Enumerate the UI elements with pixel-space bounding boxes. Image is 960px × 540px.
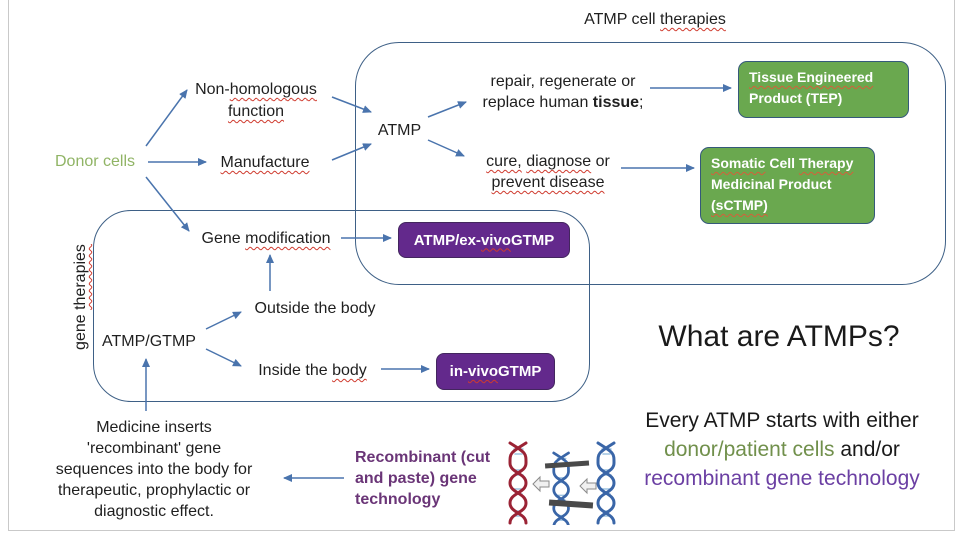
medicine-line4: therapeutic, prophylactic or xyxy=(57,482,251,499)
gene-mod-pre: Gene xyxy=(201,230,246,247)
ex-vivo-pre: ATMP/ex- xyxy=(413,231,481,249)
nonhom-line2: function xyxy=(227,103,285,120)
ex-vivo-post: GTMP xyxy=(510,231,555,249)
cure-word1: cure, xyxy=(486,153,522,170)
in-vivo-wavy: vivo xyxy=(467,363,498,380)
inside-body-label: Inside the body xyxy=(240,360,385,382)
medicine-line2: 'recombinant' gene xyxy=(86,440,222,457)
diagram-title-text: ATMP cell xyxy=(584,11,661,28)
gene-modification-label: Gene modification xyxy=(186,228,346,250)
medicine-line5: diagnostic effect. xyxy=(94,503,214,520)
recombinant-line2: and paste) gene xyxy=(355,470,477,487)
every-atmp-line1: Every ATMP starts with either xyxy=(645,409,919,432)
sctmp-mid: Cell xyxy=(765,155,799,171)
sctmp-line2: Medicinal Product xyxy=(711,176,832,192)
cure-word2: diagnose xyxy=(526,153,592,170)
manufacture-label: Manufacture xyxy=(209,152,321,174)
inside-body-pre: Inside the xyxy=(258,362,333,379)
repair-line1: repair, regenerate or xyxy=(490,73,636,90)
inside-body-wavy: body xyxy=(332,362,367,379)
nonhom-wavy: homologous xyxy=(229,81,317,98)
recombinant-line3: technology xyxy=(355,491,441,508)
gene-mod-wavy: modification xyxy=(245,230,331,247)
slide-border xyxy=(8,0,955,531)
in-vivo-pre: in- xyxy=(449,363,468,380)
manufacture-text: Manufacture xyxy=(220,154,310,171)
gene-therapies-pre: gene xyxy=(72,309,89,350)
ex-vivo-gtmp-box: ATMP/ex-vivo GTMP xyxy=(398,222,570,258)
recombinant-line1: Recombinant (cut xyxy=(355,449,491,466)
repair-semicolon: ; xyxy=(639,94,644,111)
page-title: What are ATMPs? xyxy=(658,320,900,353)
atmp-gtmp-label: ATMP/GTMP xyxy=(102,333,196,350)
medicine-line1: Medicine inserts xyxy=(96,419,212,436)
tep-line2: Product (TEP) xyxy=(749,90,843,106)
repair-tissue-bold: tissue xyxy=(592,94,640,111)
recombinant-technology-label: Recombinant (cut and paste) gene technol… xyxy=(355,447,505,510)
non-homologous-label: Non-homologous function xyxy=(180,79,332,123)
atmp-label: ATMP xyxy=(377,122,422,139)
outside-body-label: Outside the body xyxy=(254,300,376,317)
sctmp-line3: (sCTMP) xyxy=(711,197,768,213)
repair-line2: replace human xyxy=(482,94,593,111)
every-atmp-purple: recombinant gene technology xyxy=(644,467,920,490)
cure-line2: prevent disease xyxy=(491,174,605,191)
sctmp-word2: Therapy xyxy=(798,155,854,171)
in-vivo-post: GTMP xyxy=(498,363,542,380)
sctmp-word1: Somatic xyxy=(711,155,766,171)
every-atmp-andor: and/or xyxy=(834,438,900,461)
tep-line1: Tissue Engineered xyxy=(749,69,874,85)
gene-therapies-wavy: therapies xyxy=(72,244,89,310)
medicine-line3: sequences into the body for xyxy=(55,461,253,478)
medicine-inserts-text: Medicine inserts 'recombinant' gene sequ… xyxy=(26,417,282,522)
repair-label: repair, regenerate or replace human tiss… xyxy=(475,71,651,113)
gene-therapies-container xyxy=(93,210,590,402)
sctmp-box: Somatic Cell Therapy Medicinal Product (… xyxy=(700,147,875,224)
every-atmp-green: donor/patient cells xyxy=(664,438,835,461)
nonhom-pre: Non- xyxy=(195,81,230,98)
diagram-title: ATMP cell therapies xyxy=(540,9,770,31)
ex-vivo-wavy: vivo xyxy=(480,231,511,249)
gene-therapies-vertical-label: gene therapies xyxy=(70,227,92,367)
in-vivo-gtmp-box: in-vivo GTMP xyxy=(436,353,555,390)
diagram-title-wavy: therapies xyxy=(660,11,726,28)
every-atmp-text: Every ATMP starts with either donor/pati… xyxy=(600,406,960,493)
tep-box: Tissue Engineered Product (TEP) xyxy=(738,61,909,118)
donor-cells-label: Donor cells xyxy=(54,153,136,170)
cure-word3: or xyxy=(591,153,610,170)
cure-label: cure, diagnose or prevent disease xyxy=(473,151,623,193)
atmp-therapies-container xyxy=(355,42,946,285)
